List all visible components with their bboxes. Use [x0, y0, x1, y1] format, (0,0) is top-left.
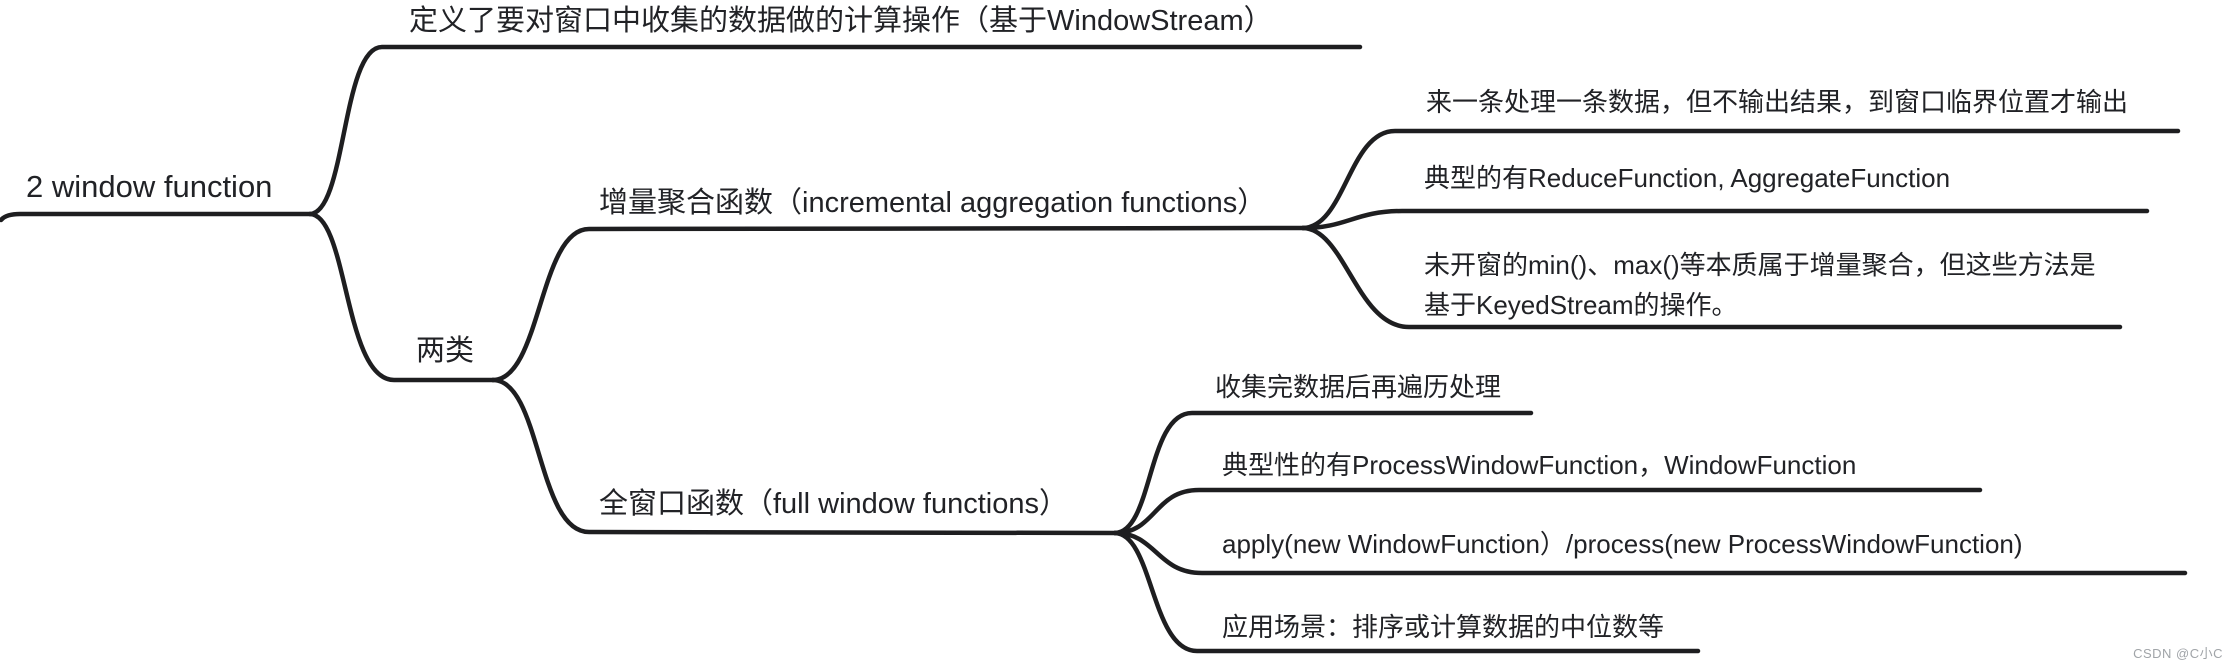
node-incremental-aggregation[interactable]: 增量聚合函数（incremental aggregation functions… [599, 187, 1267, 219]
root-underline [0, 211, 313, 223]
connector-two-types-to-incremental [490, 225, 1306, 383]
node-incremental-child-min-max[interactable]: 未开窗的min()、max()等本质属于增量聚合，但这些方法是基于KeyedSt… [1424, 250, 2096, 321]
node-full-window-child-apply[interactable]: apply(new WindowFunction）/process(new Pr… [1222, 529, 2023, 559]
csdn-watermark: CSDN @C小C [2133, 646, 2223, 661]
node-definition[interactable]: 定义了要对窗口中收集的数据做的计算操作（基于WindowStream） [409, 5, 1273, 37]
connector-two-types-to-full-window [490, 377, 1118, 536]
connector-root-to-two-types [307, 211, 496, 383]
node-full-window-child-use-case[interactable]: 应用场景：排序或计算数据的中位数等 [1222, 612, 1665, 642]
connector-incremental-child-1 [1300, 128, 2181, 231]
connector-full-window-child-3 [1112, 530, 2188, 576]
node-root[interactable]: 2 window function [26, 169, 273, 204]
node-full-window[interactable]: 全窗口函数（full window functions） [599, 488, 1068, 520]
node-two-types[interactable]: 两类 [416, 335, 475, 367]
connector-full-window-child-1 [1112, 410, 1534, 536]
connector-full-window-child-2 [1112, 487, 1983, 536]
connector-full-window-child-4 [1112, 530, 1701, 654]
connector-incremental-child-3 [1300, 225, 2123, 330]
connector-incremental-child-2 [1300, 208, 2150, 231]
node-full-window-child-collect[interactable]: 收集完数据后再遍历处理 [1215, 372, 1502, 402]
node-incremental-child-typical[interactable]: 典型的有ReduceFunction, AggregateFunction [1424, 163, 1951, 193]
connector-root-to-definition [307, 44, 1363, 217]
node-full-window-child-typical[interactable]: 典型性的有ProcessWindowFunction，WindowFunctio… [1222, 450, 1857, 480]
node-incremental-child-per-record[interactable]: 来一条处理一条数据，但不输出结果，到窗口临界位置才输出 [1426, 87, 2129, 117]
